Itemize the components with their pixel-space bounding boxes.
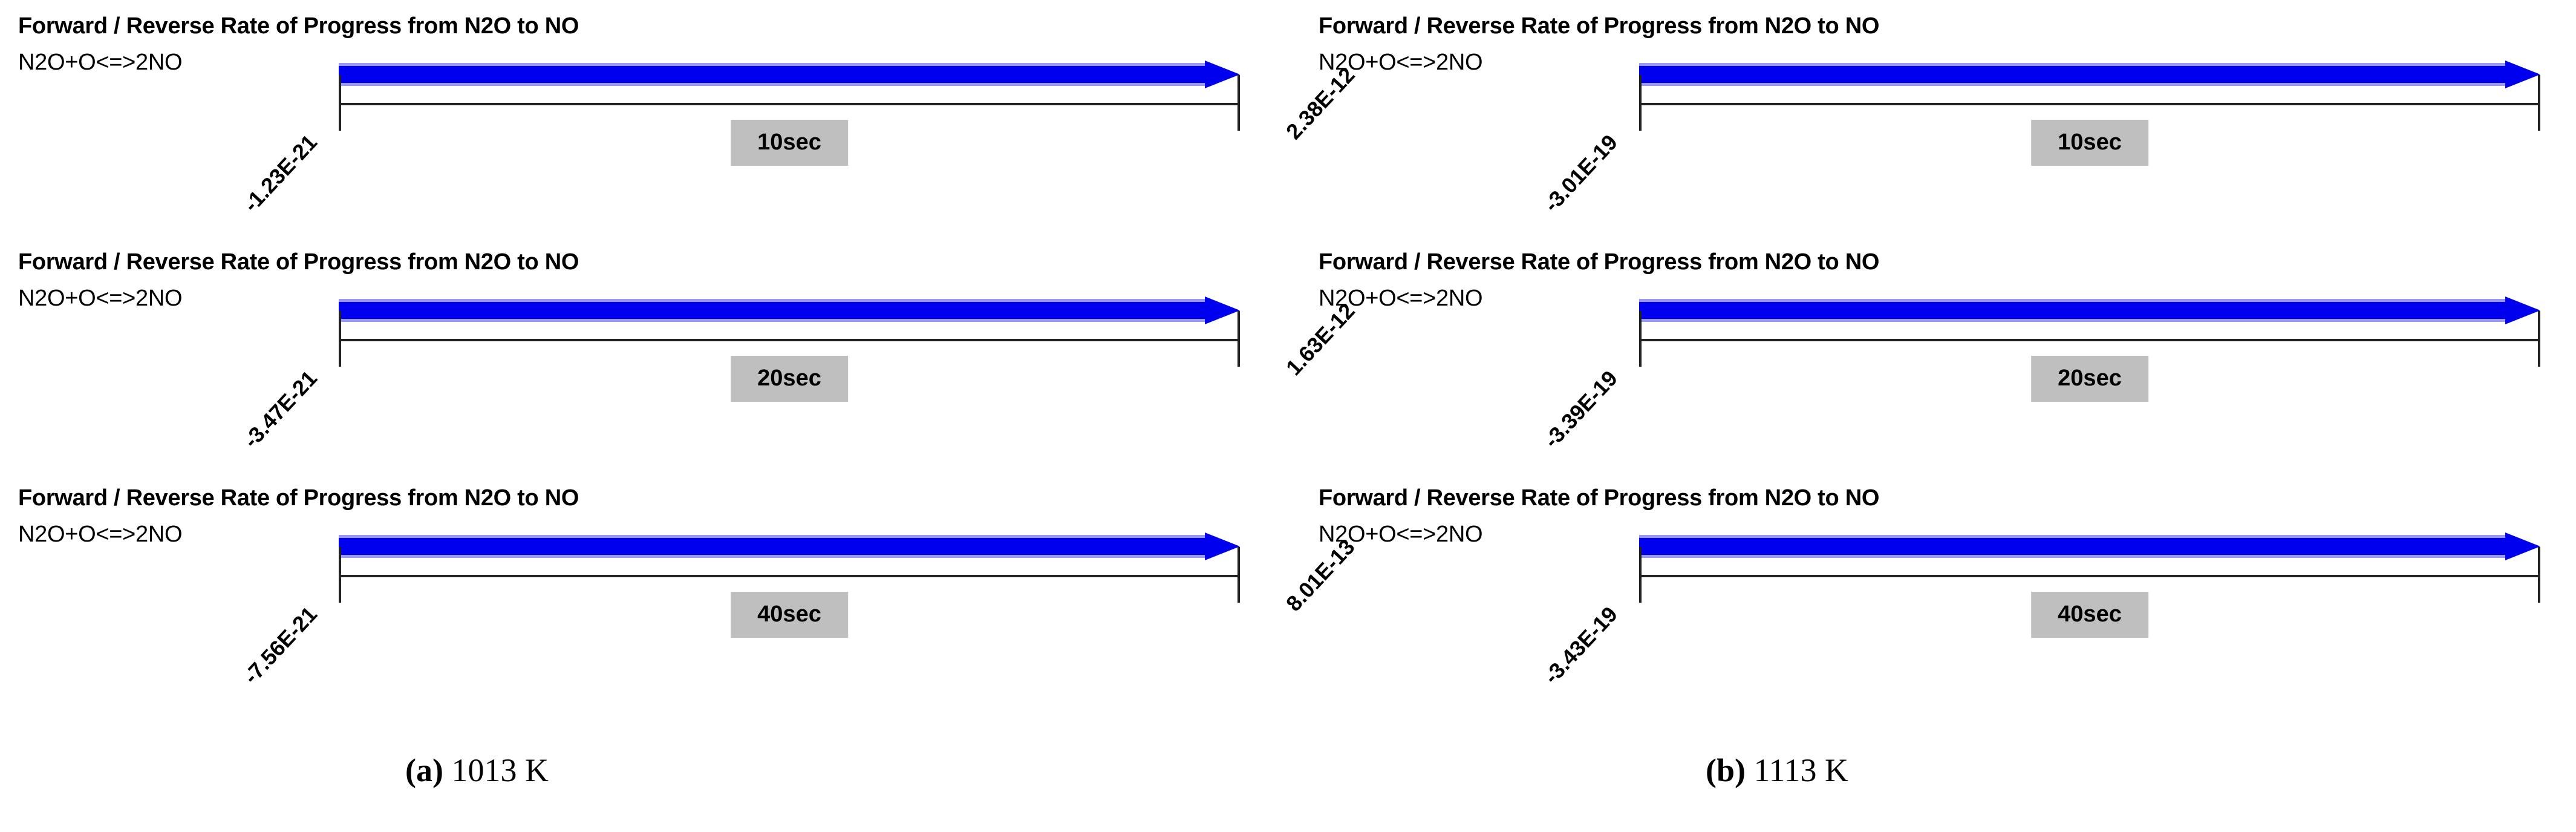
arrow-head-icon — [1205, 296, 1240, 324]
axis-line — [1639, 547, 2540, 603]
forward-rate-arrow — [339, 296, 1240, 324]
arrow-highlight-bottom — [1639, 555, 2506, 558]
arrow-highlight-bottom — [1639, 319, 2506, 322]
axis-label-left: -3.01E-19 — [1539, 129, 1623, 217]
axis-line — [339, 311, 1240, 367]
plot-area: -3.47E-21 1.63E-12 20sec — [238, 278, 1360, 478]
arrow-shaft — [1639, 538, 2506, 555]
axis-tick-left — [1639, 311, 1642, 367]
axis-label-left: -3.39E-19 — [1539, 365, 1623, 453]
time-badge: 40sec — [731, 592, 848, 638]
axis-label-left: -3.43E-19 — [1539, 601, 1623, 689]
subfigure-caption-b: (b) 1113 K — [1706, 752, 1848, 789]
reaction-equation: N2O+O<=>2NO — [18, 286, 183, 311]
subfigure-b: Forward / Reverse Rate of Progress from … — [1300, 0, 2571, 832]
axis-line — [339, 75, 1240, 131]
arrow-head-icon — [1205, 532, 1240, 560]
axis-tick-left — [339, 75, 341, 131]
panel-title: Forward / Reverse Rate of Progress from … — [18, 249, 579, 275]
axis-line — [1639, 75, 2540, 131]
forward-rate-arrow — [1639, 61, 2540, 88]
panel-title: Forward / Reverse Rate of Progress from … — [1319, 485, 1880, 511]
axis-label-left: -1.23E-21 — [238, 129, 322, 217]
arrow-shaft — [339, 538, 1206, 555]
axis-label-left: -7.56E-21 — [238, 601, 322, 689]
rate-panel: Forward / Reverse Rate of Progress from … — [0, 478, 1360, 720]
time-badge: 20sec — [731, 356, 848, 402]
caption-text: 1113 K — [1746, 752, 1849, 788]
plot-area: -3.43E-19 2.33E-15 40sec — [1539, 514, 2540, 714]
arrow-head-icon — [1205, 61, 1240, 88]
axis-tick-right — [1237, 75, 1240, 131]
axis-tick-left — [339, 547, 341, 603]
rate-panel: Forward / Reverse Rate of Progress from … — [1300, 478, 2571, 720]
panel-title: Forward / Reverse Rate of Progress from … — [1319, 13, 1880, 39]
panel-title: Forward / Reverse Rate of Progress from … — [18, 485, 579, 511]
arrow-highlight-top — [1639, 535, 2506, 538]
axis-tick-right — [1237, 547, 1240, 603]
arrow-shaft — [339, 66, 1206, 83]
arrow-highlight-top — [1639, 63, 2506, 66]
time-badge: 20sec — [2031, 356, 2148, 402]
arrow-highlight-top — [339, 63, 1206, 66]
arrow-highlight-top — [1639, 299, 2506, 302]
subfigure-caption-a: (a) 1013 K — [405, 752, 549, 789]
time-badge: 10sec — [2031, 120, 2148, 166]
arrow-shaft — [1639, 302, 2506, 319]
subfigure-a: Forward / Reverse Rate of Progress from … — [0, 0, 1360, 832]
panel-title: Forward / Reverse Rate of Progress from … — [18, 13, 579, 39]
axis-tick-left — [1639, 547, 1642, 603]
arrow-shaft — [1639, 66, 2506, 83]
arrow-highlight-bottom — [339, 319, 1206, 322]
arrow-highlight-bottom — [1639, 83, 2506, 86]
rate-panel: Forward / Reverse Rate of Progress from … — [1300, 242, 2571, 484]
plot-area: -3.01E-19 2.35E-12 10sec — [1539, 42, 2540, 242]
axis-tick-right — [2538, 75, 2540, 131]
caption-tag: (b) — [1706, 752, 1746, 788]
arrow-head-icon — [2505, 296, 2540, 324]
axis-tick-left — [339, 311, 341, 367]
reaction-equation: N2O+O<=>2NO — [1319, 286, 1483, 311]
axis-line — [1639, 311, 2540, 367]
reaction-equation: N2O+O<=>2NO — [18, 50, 183, 75]
time-badge: 40sec — [2031, 592, 2148, 638]
reaction-equation: N2O+O<=>2NO — [1319, 50, 1483, 75]
forward-rate-arrow — [339, 532, 1240, 560]
axis-label-left: -3.47E-21 — [238, 365, 322, 453]
arrow-shaft — [339, 302, 1206, 319]
caption-text: 1013 K — [443, 752, 549, 788]
axis-tick-right — [2538, 311, 2540, 367]
arrow-highlight-bottom — [339, 555, 1206, 558]
plot-area: -3.39E-19 1.92E-13 20sec — [1539, 278, 2540, 478]
caption-tag: (a) — [405, 752, 443, 788]
rate-panel: Forward / Reverse Rate of Progress from … — [0, 242, 1360, 484]
panel-title: Forward / Reverse Rate of Progress from … — [1319, 249, 1880, 275]
plot-area: -1.23E-21 2.38E-12 10sec — [238, 42, 1360, 242]
forward-rate-arrow — [1639, 532, 2540, 560]
reaction-equation: N2O+O<=>2NO — [1319, 522, 1483, 547]
axis-tick-left — [1639, 75, 1642, 131]
reaction-equation: N2O+O<=>2NO — [18, 522, 183, 547]
arrow-head-icon — [2505, 61, 2540, 88]
time-badge: 10sec — [731, 120, 848, 166]
arrow-highlight-top — [339, 299, 1206, 302]
arrow-highlight-top — [339, 535, 1206, 538]
axis-tick-right — [2538, 547, 2540, 603]
arrow-highlight-bottom — [339, 83, 1206, 86]
plot-area: -7.56E-21 8.01E-13 40sec — [238, 514, 1360, 714]
forward-rate-arrow — [339, 61, 1240, 88]
axis-line — [339, 547, 1240, 603]
forward-rate-arrow — [1639, 296, 2540, 324]
axis-tick-right — [1237, 311, 1240, 367]
arrow-head-icon — [2505, 532, 2540, 560]
rate-panel: Forward / Reverse Rate of Progress from … — [1300, 6, 2571, 248]
rate-panel: Forward / Reverse Rate of Progress from … — [0, 6, 1360, 248]
